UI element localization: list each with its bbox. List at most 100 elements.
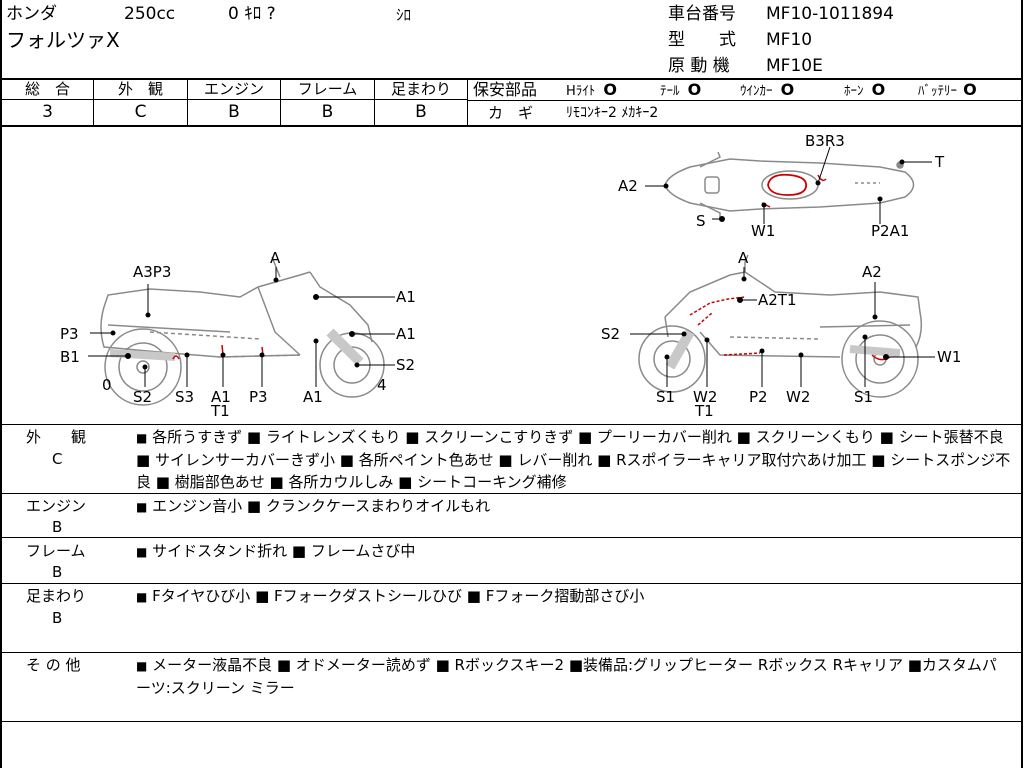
section-other-bullet: ■ (136, 659, 148, 673)
label-right-s1-right: S1 (854, 388, 873, 406)
safety-battery-mark: O (963, 80, 977, 99)
section-frame-grade: B (52, 563, 63, 581)
grade-suspension-value: B (415, 102, 427, 122)
label-left-a1-bottom: A1 (211, 388, 231, 406)
label-right-a2t1: A2T1 (758, 291, 797, 309)
section-engine-bullet: ■ (136, 500, 148, 514)
section-other-title: そ の 他 (26, 656, 81, 674)
label-right-w1: W1 (937, 348, 961, 366)
section-suspension-bullet: ■ (136, 590, 148, 604)
label-right-w2-left: W2 (693, 388, 717, 406)
label-left-b1: B1 (60, 348, 80, 366)
type-value: MF10 (766, 30, 813, 50)
grade-suspension-label: 足まわり (390, 80, 451, 98)
engine-model-label: 原 動 機 (668, 56, 730, 76)
label-left-a1-last: A1 (303, 388, 323, 406)
section-suspension-text: Fタイヤひび小 ■ Fフォークダストシールひび ■ Fフォーク摺動部さび小 (152, 587, 645, 605)
safety-winker: ｳｲﾝｶｰ O (740, 81, 794, 101)
section-frame-title: フレーム (26, 542, 86, 560)
label-left-s3: S3 (175, 388, 194, 406)
label-right-w2-right: W2 (786, 388, 810, 406)
right-damage-front (689, 296, 746, 316)
section-frame-text-block: ■ サイドスタンド折れ ■ フレームさび中 (136, 540, 1016, 563)
type-label: 型 式 (668, 30, 736, 50)
label-right-s2: S2 (601, 325, 620, 343)
key-label: カ ギ (488, 104, 534, 122)
label-left-a1-upper: A1 (396, 288, 416, 306)
label-right-t1: T1 (694, 402, 714, 420)
key-value: ﾘﾓｺﾝｷｰ2 ﾒｶｷｰ2 (566, 105, 659, 121)
safety-horn-mark: O (871, 80, 886, 99)
grade-engine-label: エンジン (203, 80, 264, 98)
section-suspension-text-block: ■ Fタイヤひび小 ■ Fフォークダストシールひび ■ Fフォーク摺動部さび小 (136, 585, 1016, 608)
label-top-a2: A2 (618, 177, 638, 195)
section-line-2 (0, 537, 1023, 538)
section-suspension-title: 足まわり (26, 587, 87, 605)
section-suspension-grade: B (52, 609, 63, 627)
grade-exterior-value: C (134, 102, 147, 122)
safety-horn: ﾎｰﾝ O (844, 81, 885, 101)
section-engine-text-block: ■ エンジン音小 ■ クランクケースまわりオイルもれ (136, 495, 1016, 518)
section-line-3 (0, 583, 1023, 584)
grade-top-line (0, 78, 1023, 80)
grade-exterior-label: 外 観 (117, 80, 163, 98)
grade-col-sep-1 (93, 79, 94, 126)
damage-diagram: B3R3 A2 T S W1 P2A1 A A3P3 A1 P3 A1 B1 S… (60, 132, 961, 420)
right-side-scooter (638, 254, 923, 398)
label-top-t: T (934, 153, 945, 171)
left-side-scooter (100, 256, 385, 406)
safety-winker-mark: O (780, 80, 795, 99)
label-left-a1-mid: A1 (396, 325, 416, 343)
section-line-4 (0, 652, 1023, 653)
safety-label: 保安部品 (473, 80, 538, 99)
mileage: 0 ｷﾛ ? (228, 4, 276, 24)
top-view-scooter (664, 151, 915, 219)
section-engine-grade: B (52, 518, 63, 536)
safety-mid-line (468, 100, 1023, 101)
label-left-0: 0 (102, 376, 112, 394)
label-right-s1-left: S1 (656, 388, 675, 406)
section-line-1 (0, 493, 1023, 494)
right-damage-front-2 (697, 312, 713, 326)
safety-headlight: Hﾗｲﾄ O (566, 81, 617, 101)
section-engine-title: エンジン (26, 497, 87, 515)
label-top-w1: W1 (751, 222, 775, 240)
safety-tail-mark: O (687, 80, 702, 99)
grade-frame-value: B (321, 102, 334, 122)
section-frame-text: サイドスタンド折れ ■ フレームさび中 (152, 542, 416, 560)
label-left-p3: P3 (60, 325, 79, 343)
safety-headlight-name: Hﾗｲﾄ (566, 84, 596, 99)
grade-frame-label: フレーム (297, 80, 358, 98)
model-name: フォルツァX (6, 28, 120, 52)
grade-engine-value: B (228, 102, 240, 122)
section-exterior-text: 各所うすきず ■ ライトレンズくもり ■ スクリーンこすりきず ■ プーリーカバ… (136, 428, 1011, 491)
color: ｼﾛ (396, 6, 412, 24)
label-top-s: S (696, 212, 706, 230)
label-left-4: 4 (377, 376, 387, 394)
frame-number: MF10-1011894 (766, 4, 894, 24)
grade-overall-value: 3 (42, 102, 53, 122)
engine-model: MF10E (766, 56, 823, 76)
section-exterior-bullet: ■ (136, 431, 148, 445)
label-left-a-top: A (270, 249, 281, 267)
safety-tail-name: ﾃｰﾙ (660, 84, 680, 99)
safety-battery-name: ﾊﾞｯﾃﾘｰ (918, 84, 957, 99)
section-other-text-block: ■ メーター液晶不良 ■ オドメーター読めず ■ Rボックスキー2 ■装備品:グ… (136, 654, 1006, 699)
grade-bottom-line (0, 125, 1023, 127)
section-other-text: メーター液晶不良 ■ オドメーター読めず ■ Rボックスキー2 ■装備品:グリッ… (136, 656, 997, 697)
right-damage-floor (723, 352, 761, 356)
grade-col-sep-3 (280, 79, 281, 126)
label-left-s2-bottom: S2 (133, 388, 152, 406)
safety-winker-name: ｳｲﾝｶｰ (740, 84, 773, 99)
outer-border-right (1021, 0, 1023, 768)
section-exterior-text-block: ■ 各所うすきず ■ ライトレンズくもり ■ スクリーンこすりきず ■ プーリー… (136, 426, 1016, 493)
safety-tail: ﾃｰﾙ O (660, 81, 701, 101)
label-top-b3r3: B3R3 (805, 132, 845, 150)
top-damage-seat (767, 173, 808, 196)
section-exterior-title: 外 観 (26, 428, 87, 446)
label-left-p3-bottom: P3 (249, 388, 268, 406)
frame-number-label: 車台番号 (668, 4, 736, 24)
safety-battery: ﾊﾞｯﾃﾘｰ O (918, 81, 977, 101)
grade-mid-line (0, 99, 468, 100)
label-left-a3p3: A3P3 (133, 263, 171, 281)
